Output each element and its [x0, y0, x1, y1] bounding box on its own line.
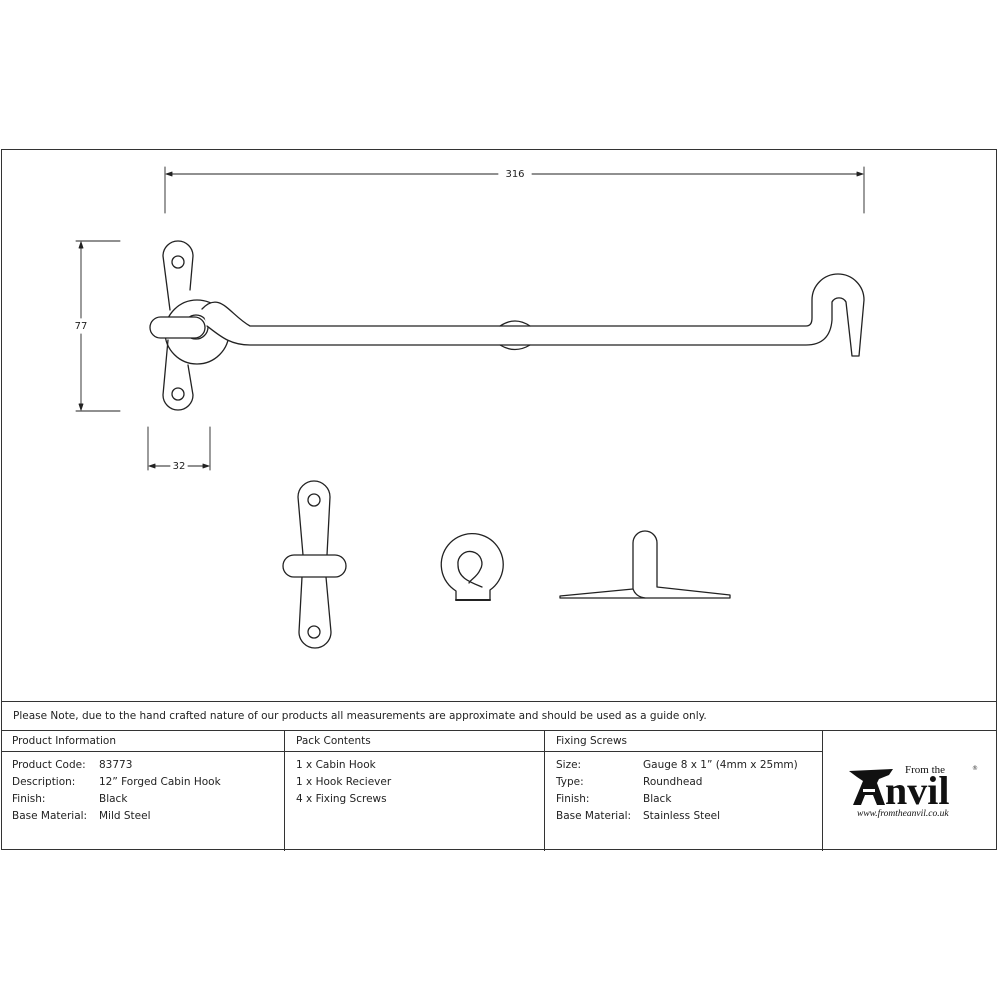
- product-spec-table: Product Information Product Code:83773 D…: [1, 730, 997, 851]
- receiver-side-view: [559, 530, 731, 599]
- spec-row: Product Code:83773: [12, 759, 133, 771]
- spec-row: Type:Roundhead: [556, 776, 703, 788]
- dimension-label-length: 316: [505, 169, 524, 180]
- pack-contents-heading: Pack Contents: [285, 731, 544, 752]
- product-information-heading: Product Information: [1, 731, 284, 752]
- spec-row: Size:Gauge 8 x 1” (4mm x 25mm): [556, 759, 798, 771]
- pack-item: 1 x Cabin Hook: [296, 759, 376, 771]
- pack-contents-column: Pack Contents 1 x Cabin Hook 1 x Hook Re…: [285, 731, 545, 851]
- spec-row: Description:12” Forged Cabin Hook: [12, 776, 221, 788]
- spec-row: Finish:Black: [556, 793, 672, 805]
- logo-from-text: From the: [905, 764, 946, 776]
- dimension-overall-length: [164, 166, 865, 214]
- fixing-screws-heading: Fixing Screws: [545, 731, 822, 752]
- spec-row: Base Material:Mild Steel: [12, 810, 151, 822]
- product-information-column: Product Information Product Code:83773 D…: [1, 731, 285, 851]
- dimension-label-height: 77: [75, 321, 88, 332]
- pack-item: 1 x Hook Reciever: [296, 776, 392, 788]
- spec-row: Finish:Black: [12, 793, 128, 805]
- cabin-hook-front-view: [149, 240, 865, 411]
- registered-mark: ®: [972, 765, 978, 772]
- pack-item: 4 x Fixing Screws: [296, 793, 387, 805]
- receiver-eye-view: [440, 532, 504, 601]
- dimension-plate-height: [75, 240, 121, 412]
- mounting-plate-view: [282, 480, 347, 649]
- logo-wordmark: nvil: [885, 768, 950, 813]
- spec-row: Base Material:Stainless Steel: [556, 810, 721, 822]
- technical-drawing: 316 77 32: [75, 166, 865, 649]
- logo-url: www.fromtheanvil.co.uk: [857, 809, 949, 819]
- disclaimer-note: Please Note, due to the hand crafted nat…: [1, 701, 997, 731]
- logo-column: From the nvil ® www.fromtheanvil.co.uk: [823, 731, 997, 851]
- drawing-frame: [1, 149, 997, 850]
- fixing-screws-column: Fixing Screws Size:Gauge 8 x 1” (4mm x 2…: [545, 731, 823, 851]
- dimension-plate-width: [147, 426, 211, 471]
- anvil-icon: [849, 769, 893, 805]
- dimension-label-width: 32: [173, 461, 186, 472]
- from-the-anvil-logo: From the nvil ® www.fromtheanvil.co.uk: [849, 761, 979, 821]
